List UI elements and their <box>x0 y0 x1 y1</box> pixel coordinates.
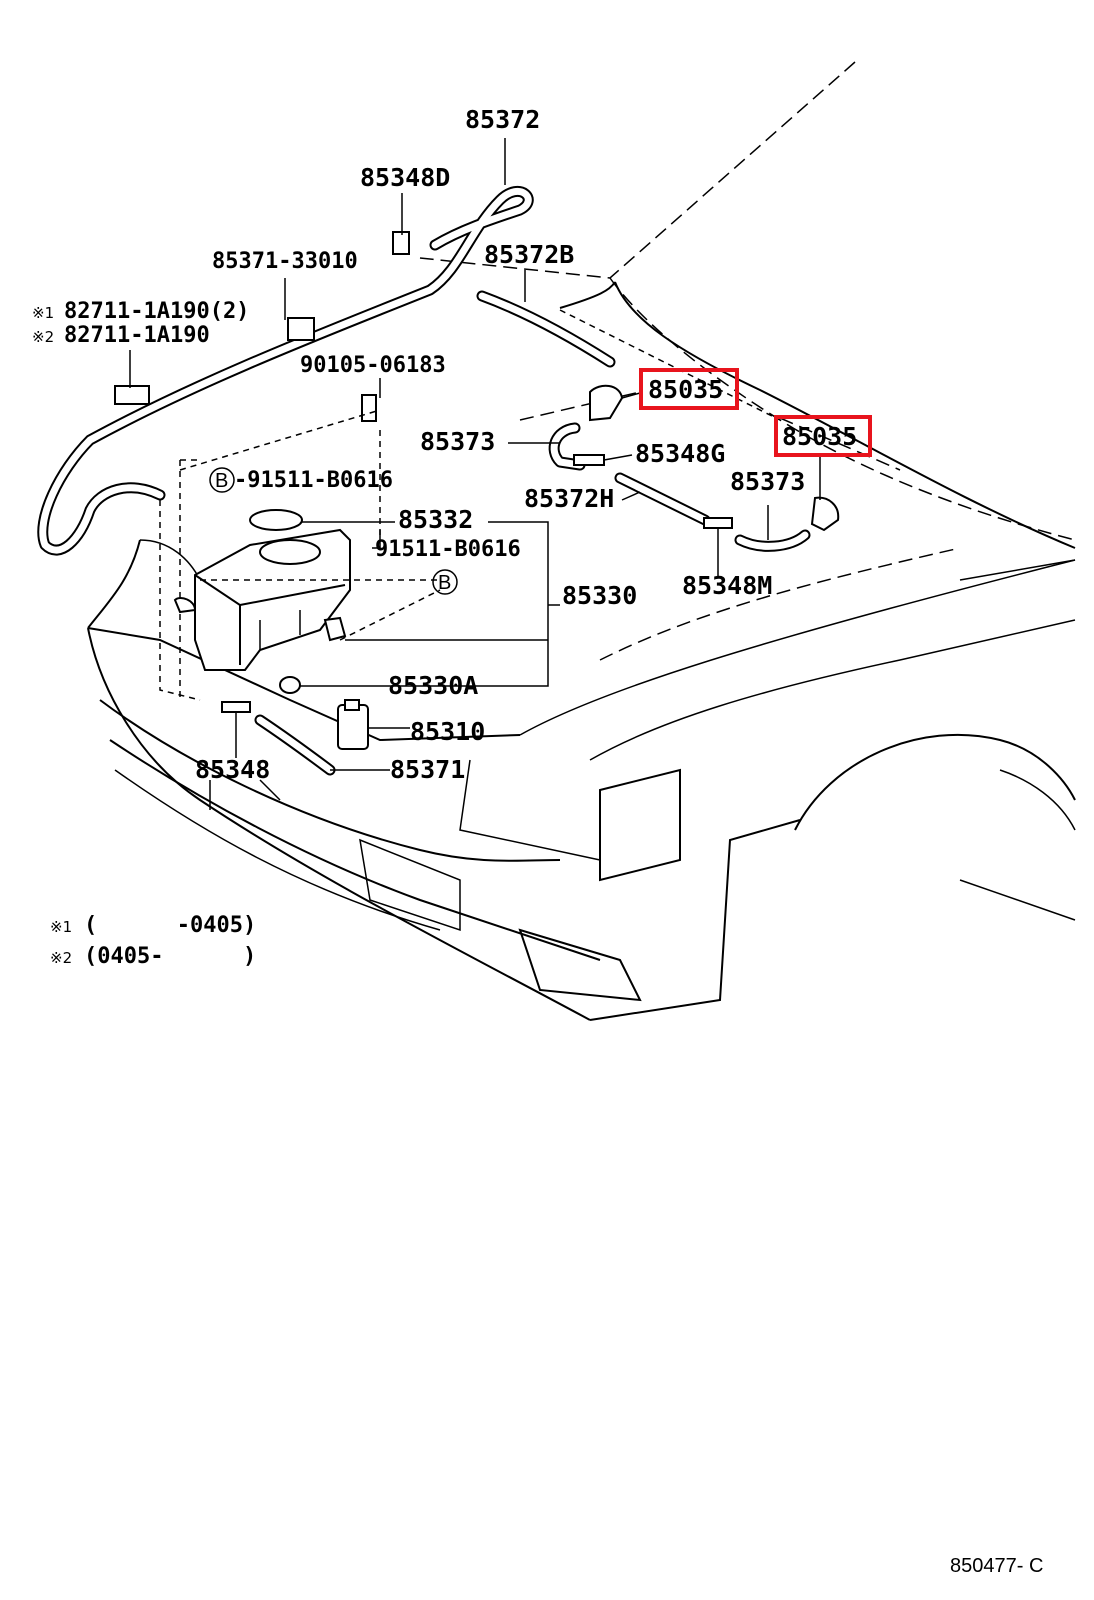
marker-b-circle-b <box>432 569 458 595</box>
label-85373-right: 85373 <box>730 467 805 496</box>
reservoir-cap <box>249 509 303 531</box>
marker-b-circle-a <box>209 467 235 493</box>
label-85372: 85372 <box>465 105 540 134</box>
leader-lines <box>129 138 821 771</box>
label-85330a: 85330A <box>388 671 478 700</box>
marker-b-letter-b: B <box>438 572 451 594</box>
washer-reservoir-tank <box>194 528 351 671</box>
washer-nozzle-left <box>589 384 624 422</box>
label-85348m: 85348M <box>682 571 772 600</box>
highlight-box-85035-right <box>774 415 872 457</box>
label-82711-1a190-2: 82711-1A190(2) <box>64 299 249 324</box>
label-85348d: 85348D <box>360 163 450 192</box>
washer-pump <box>337 704 369 750</box>
label-85371: 85371 <box>390 755 465 784</box>
label-85332: 85332 <box>398 505 473 534</box>
label-90105-06183: 90105-06183 <box>300 353 446 378</box>
footnotes: ※1 ( -0405) ※2 (0405- ) <box>50 913 256 969</box>
note-mark-1-b: ※1 <box>50 918 72 936</box>
note-mark-1-a: ※1 <box>32 304 54 322</box>
diagram-code: 850477- C <box>950 1555 1043 1577</box>
highlight-box-85035-left <box>639 368 739 410</box>
marker-b-letter-a: B <box>215 470 228 492</box>
washer-nozzle-right <box>810 496 840 532</box>
label-85372h: 85372H <box>524 484 614 513</box>
note-mark-2-a: ※2 <box>32 328 54 346</box>
part-labels: 85372 85348D 85372B 85371-33010 ※1 82711… <box>32 105 857 784</box>
label-85330: 85330 <box>562 581 637 610</box>
label-91511-b0616-b: 91511-B0616 <box>375 537 521 562</box>
footnote-2: (0405- ) <box>84 944 256 969</box>
car-body-outline <box>87 61 1076 1021</box>
label-85035-right: 85035 <box>782 422 857 451</box>
label-85371-33010: 85371-33010 <box>212 249 358 274</box>
label-91511-b0616-a: -91511-B0616 <box>234 468 393 493</box>
label-85373-left: 85373 <box>420 427 495 456</box>
washer-hoses <box>37 186 811 776</box>
note-mark-2-b: ※2 <box>50 949 72 967</box>
label-85348: 85348 <box>195 755 270 784</box>
label-85348g: 85348G <box>635 439 725 468</box>
washer-parts <box>114 231 840 750</box>
grommet <box>279 676 301 694</box>
label-82711-1a190: 82711-1A190 <box>64 323 210 348</box>
highlight-boxes <box>639 368 872 457</box>
label-85372b: 85372B <box>484 240 574 269</box>
footnote-1: ( -0405) <box>84 913 256 938</box>
label-85310: 85310 <box>410 717 485 746</box>
label-85035-left: 85035 <box>648 375 723 404</box>
